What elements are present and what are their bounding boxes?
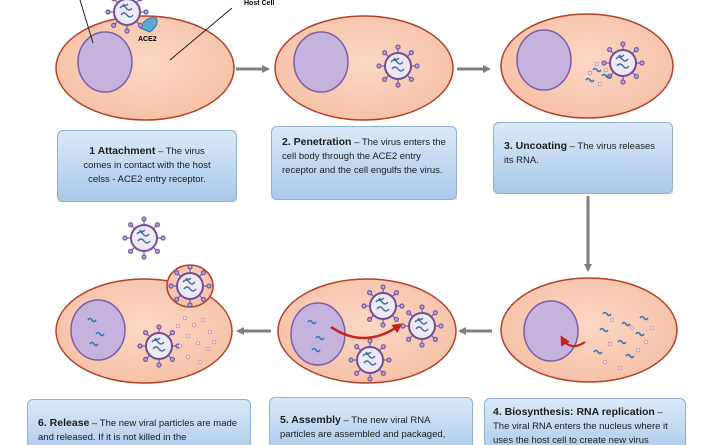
assembly-red-arrow bbox=[330, 323, 403, 340]
nucleus-5 bbox=[290, 302, 346, 366]
biosynthesis-red-arrow bbox=[560, 335, 586, 348]
new-virus-inside bbox=[137, 324, 181, 368]
nucleus-3 bbox=[516, 29, 572, 91]
step-1-title: 1 Attachment bbox=[89, 145, 156, 157]
nucleus-6 bbox=[70, 299, 126, 361]
step-1-desc: The virus comes in contact with the host… bbox=[83, 146, 211, 185]
host-cell-pointer-line bbox=[169, 7, 233, 61]
step-6-title: 6. Release bbox=[38, 417, 90, 429]
step-3-box: 3. Uncoating – The virus releases its RN… bbox=[493, 122, 673, 194]
step-2-title: 2. Penetration bbox=[282, 136, 352, 148]
step-3-title: 3. Uncoating bbox=[504, 140, 568, 152]
step-4-title: 4. Biosynthesis: RNA replication bbox=[493, 406, 655, 418]
ace2-receptor bbox=[139, 17, 158, 33]
assembled-virus-1 bbox=[361, 284, 405, 328]
step-6-desc: The new viral particles are made and rel… bbox=[38, 418, 238, 443]
released-virus-free bbox=[122, 216, 166, 260]
step-2-desc: The virus enters the cell body through t… bbox=[282, 137, 446, 176]
assembled-virus-3 bbox=[348, 338, 392, 382]
nucleus-1 bbox=[77, 31, 133, 93]
step-1-box: 1 Attachment – The virus comes in contac… bbox=[57, 130, 237, 202]
nucleus-pointer-line bbox=[79, 0, 94, 44]
step-2-box: 2. Penetration – The virus enters the ce… bbox=[271, 126, 457, 200]
nucleus-4 bbox=[523, 300, 579, 362]
step-4-desc: The viral RNA enters the nucleus where i… bbox=[493, 421, 668, 445]
step-5-title: 5. Assembly bbox=[280, 414, 341, 426]
step-5-box: 5. Assembly – The new viral RNA particle… bbox=[269, 397, 473, 445]
step-4-box: 4. Biosynthesis: RNA replication –The vi… bbox=[484, 398, 686, 445]
step-5-desc: The new viral RNA particles are assemble… bbox=[280, 415, 446, 440]
assembled-virus-2 bbox=[400, 304, 444, 348]
step-3-desc: The virus releases its RNA. bbox=[504, 141, 656, 166]
ace2-label: ACE2 bbox=[138, 36, 157, 43]
budding-virus bbox=[166, 264, 214, 308]
nucleus-2 bbox=[293, 31, 349, 93]
step-6-box: 6. Release – The new viral particles are… bbox=[27, 399, 251, 445]
host-cell-label: Host Cell bbox=[244, 0, 274, 7]
virus-engulfed bbox=[376, 44, 420, 88]
